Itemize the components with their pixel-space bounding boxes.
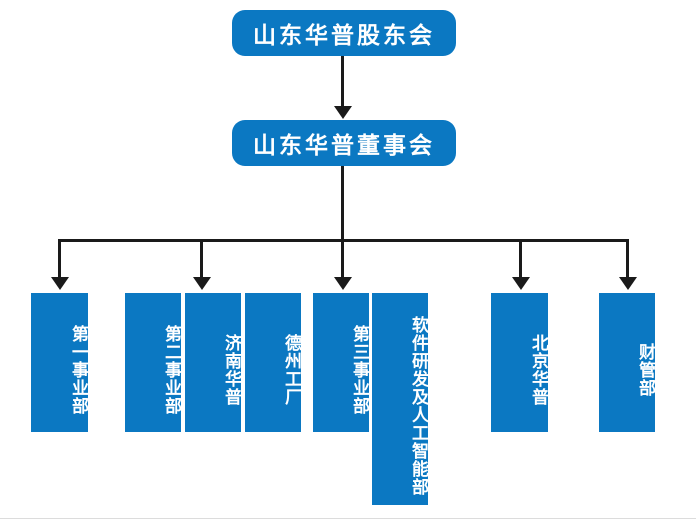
node-beijing-huapu[interactable]: 北京华普 <box>491 293 548 432</box>
branch-arrow-2-icon <box>193 277 211 290</box>
node-finance-department[interactable]: 财管部 <box>599 293 655 432</box>
branch-arrow-3-icon <box>334 277 352 290</box>
connector-branch-5 <box>626 239 629 277</box>
connector-shareholders-to-board <box>341 56 344 106</box>
connector-board-trunk <box>341 166 344 277</box>
branch-arrow-4-icon <box>512 277 530 290</box>
node-dezhou-factory[interactable]: 德州工厂 <box>245 293 301 432</box>
branch-arrow-1-icon <box>51 277 69 290</box>
node-board-of-directors[interactable]: 山东华普董事会 <box>232 120 456 166</box>
arrow-shareholders-to-board <box>334 106 352 119</box>
branch-arrow-5-icon <box>619 277 637 290</box>
connector-branch-2 <box>200 239 203 277</box>
connector-branch-4 <box>519 239 522 277</box>
node-shareholders-meeting[interactable]: 山东华普股东会 <box>232 10 456 56</box>
node-second-business-division[interactable]: 第二事业部 <box>125 293 181 432</box>
footer-divider <box>0 518 696 519</box>
node-third-business-division[interactable]: 第三事业部 <box>313 293 369 432</box>
connector-distribution-bar <box>58 239 628 242</box>
node-first-business-division[interactable]: 第一事业部 <box>31 293 88 432</box>
node-jinan-huapu[interactable]: 济南华普 <box>185 293 241 432</box>
node-software-rnd-and-ai-department[interactable]: 软件研发及人工智能部 <box>372 293 428 505</box>
connector-branch-1 <box>58 239 61 277</box>
